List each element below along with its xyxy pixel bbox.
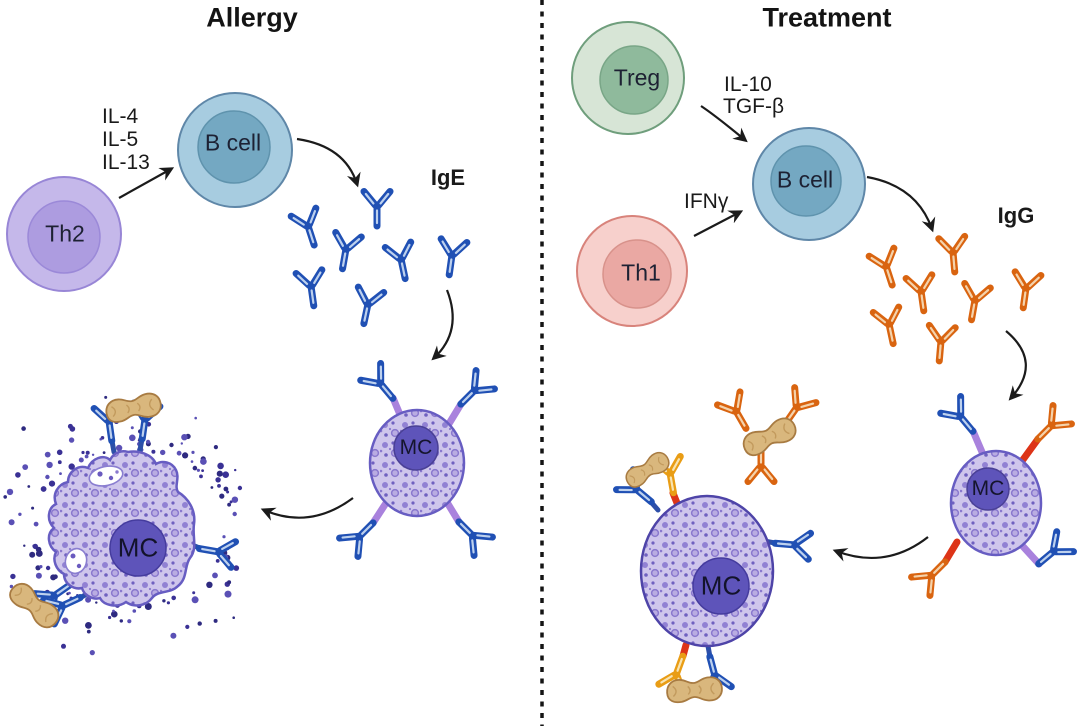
fc-receptor [137, 436, 145, 453]
treg-cell-label: Treg [613, 64, 661, 91]
mast-cell-nucleus [109, 519, 167, 577]
cytokine-label-il10: IL-10 [724, 73, 772, 96]
th1-cell [576, 215, 688, 327]
ige-antibody-icon [1030, 531, 1074, 574]
cytokine-label-il5: IL-5 [102, 128, 139, 151]
mast-cell-sensitized [339, 363, 495, 557]
ige-antibody-icon [364, 191, 390, 226]
mast-cell-label-mixed: MC [971, 477, 1005, 500]
mast-cell-label-sensitized: MC [399, 436, 433, 459]
th1-cell-label: Th1 [621, 259, 661, 286]
fc-receptor [109, 438, 117, 455]
igg-antibody-icon [958, 283, 991, 322]
ige-antibody-icon [197, 535, 236, 568]
arrow-bcell-to-igg [866, 175, 936, 233]
mast-cell-nucleus [393, 425, 439, 471]
arrow-mastcell-to-stable [832, 536, 929, 562]
mast-cell-stable [616, 448, 811, 705]
igg-antibody-icon [938, 236, 968, 274]
arrow-bcell-to-ige [296, 137, 361, 188]
mast-cell-nucleus [966, 467, 1010, 511]
th2-cell-label: Th2 [45, 220, 85, 247]
ige-antibody-icon [773, 530, 811, 560]
ige-antibody-cluster [291, 191, 467, 327]
vacuole [64, 547, 88, 575]
igg-antibody-icon [717, 391, 758, 435]
mast-cell-degranulating [4, 390, 236, 633]
treatment-panel-title: Treatment [762, 2, 892, 33]
arrow-th1-to-bcell [693, 210, 744, 237]
ige-antibody-icon [291, 208, 327, 250]
b-cell-label-treatment: B cell [776, 166, 834, 193]
peanut-allergen [103, 390, 164, 426]
th2-cell [6, 176, 122, 292]
peanut-allergen [621, 448, 674, 492]
blocked-peanut-allergen [717, 387, 816, 482]
mast-cell-nucleus [692, 557, 750, 615]
igg-antibody-icon [873, 307, 906, 347]
b-cell-treatment [752, 127, 866, 241]
b-cell-label-allergy: B cell [204, 129, 262, 156]
cytokine-label-il4: IL-4 [102, 105, 139, 128]
igg-antibody-cluster [869, 236, 1041, 363]
igg-label: IgG [997, 203, 1035, 228]
b-cell-allergy [177, 92, 293, 208]
ige-antibody-icon [436, 238, 467, 277]
inhibitory-receptor [1018, 435, 1042, 465]
arrow-treg-to-bcell [700, 105, 748, 143]
cytokine-label-ifng: IFNγ [684, 190, 729, 213]
igg-antibody-icon [906, 274, 937, 313]
igg-antibody-icon [869, 248, 905, 290]
cytokine-label-il13: IL-13 [102, 151, 150, 174]
ige-label: IgE [430, 165, 466, 190]
igg-antibody-icon [1010, 271, 1041, 310]
arrow-mastcell-to-degranulation [260, 497, 354, 521]
mast-cell-label-degranulating: MC [117, 532, 159, 563]
peanut-allergen [738, 413, 801, 460]
allergy-panel-title: Allergy [206, 2, 298, 33]
treg-cell [571, 21, 685, 135]
cytokine-label-tgfb: TGF-β [723, 95, 785, 118]
vacuole [88, 465, 124, 487]
ige-antibody-icon [296, 269, 327, 308]
arrow-ige-to-mastcell [431, 289, 454, 361]
ige-antibody-icon [351, 287, 384, 327]
peanut-allergen [665, 675, 724, 705]
ige-antibody-icon [329, 232, 362, 271]
mast-cell-mixed-receptors [911, 396, 1074, 596]
inhibitory-receptor [941, 538, 961, 566]
igg-antibody-icon [926, 325, 956, 363]
arrow-th2-to-bcell [118, 167, 175, 199]
arrow-igg-to-mastcell [1005, 330, 1027, 401]
ige-antibody-icon [385, 242, 418, 282]
mast-cell-label-stable: MC [700, 570, 742, 601]
